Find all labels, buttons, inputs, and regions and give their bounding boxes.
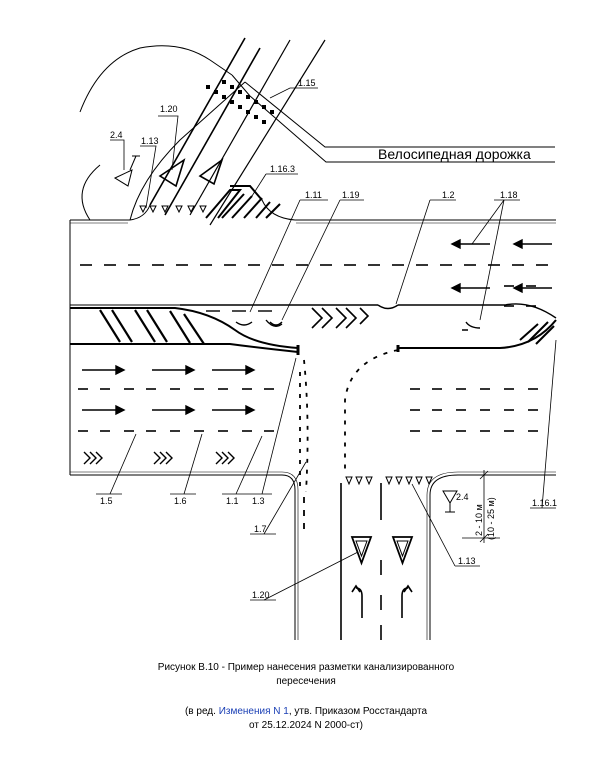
dimension-lines [462,470,500,543]
label-1-13-top: 1.13 [141,136,159,146]
hatch-right-island [519,321,555,345]
direction-arrows-left [269,238,552,331]
edit-note-line-1: (в ред. Изменения N 1, утв. Приказом Рос… [0,705,612,719]
label-1-18: 1.18 [500,190,518,200]
yield-triangle-markings [350,536,414,566]
bike-path-ramp [79,45,555,221]
amendment-link[interactable]: Изменения N 1 [218,706,289,717]
edit-note-line-2: от 25.12.2024 N 2000-ст) [248,720,363,731]
direction-arrows-right [82,364,256,416]
label-1-2: 1.2 [442,190,455,200]
label-1-20-bottom: 1.20 [252,590,270,600]
chevron-marking [311,307,370,329]
lane-arrows-south [351,584,413,618]
label-1-20-top: 1.20 [160,104,178,114]
dimension-label-long: (10 - 25 м) [486,497,496,540]
label-2-4-bottom: 2.4 [456,492,469,502]
sign-2-4-southeast [442,490,458,513]
label-1-16-3: 1.16.3 [270,164,295,174]
give-way-triangles-top [139,205,207,214]
label-1-1: 1.1 [226,496,239,506]
crossing-squares [206,80,274,124]
hatch-left-island [99,309,205,345]
edit-suffix: , утв. Приказом Росстандарта [288,706,428,717]
intersection-marking-diagram: Велосипедная дорожка 1.15 1.20 2.4 1.13 … [69,37,557,640]
median-island [70,303,557,355]
label-1-11: 1.11 [305,190,322,200]
label-1-13-bottom: 1.13 [458,556,476,566]
lane-dashes-upper [80,264,548,307]
label-1-15: 1.15 [298,78,316,88]
label-2-4-top: 2.4 [110,130,123,140]
leader-lines [96,87,557,601]
label-1-6: 1.6 [174,496,187,506]
turn-guide-lines [299,349,399,493]
edit-prefix: (в ред. [184,706,219,717]
caption-line-1: Рисунок В.10 - Пример нанесения разметки… [157,662,455,673]
hatch-island-1-16-3 [205,185,281,219]
dimension-label-short: 2 - 10 м [474,504,484,536]
figure-caption: Рисунок В.10 - Пример нанесения разметки… [0,661,612,689]
label-1-16-1: 1.16.1 [532,498,557,508]
side-road-markings [340,483,382,640]
label-1-3: 1.3 [252,496,265,506]
give-way-triangles [345,476,433,486]
diagonal-lane-lines [149,37,326,226]
lane-dashes-lower [78,388,538,432]
merge-arrows [206,310,283,327]
label-1-19: 1.19 [342,190,360,200]
road-edges [69,199,556,640]
caption-line-2: пересечения [276,676,336,687]
edit-note: (в ред. Изменения N 1, утв. Приказом Рос… [0,705,612,733]
sign-2-4-topleft [113,155,140,187]
label-1-7: 1.7 [254,524,267,534]
yield-triangles-top [158,157,224,188]
bike-path-label: Велосипедная дорожка [378,146,531,162]
lane-chevrons [83,451,235,465]
label-1-5: 1.5 [100,496,113,506]
